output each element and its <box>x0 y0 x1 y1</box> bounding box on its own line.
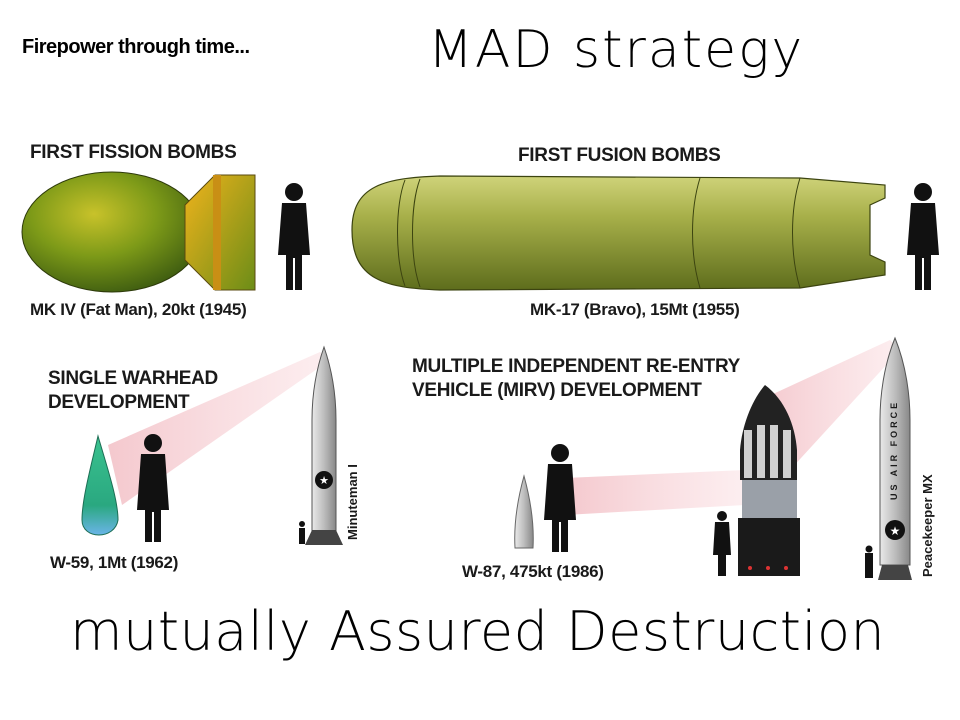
silhouette-bravo <box>907 183 939 290</box>
peacekeeper-label: Peacekeeper MX <box>920 474 935 577</box>
single-heading-line2: DEVELOPMENT <box>48 392 190 413</box>
handwriting-mad-strategy: MAD strategy <box>428 20 805 80</box>
silhouette-single-small <box>299 521 305 544</box>
mirv-bus <box>738 385 800 576</box>
silhouette-single <box>137 434 169 542</box>
fusion-heading: FIRST FUSION BOMBS <box>518 145 721 166</box>
single-caption: W-59, 1Mt (1962) <box>50 553 179 572</box>
cone-mirv <box>565 470 745 515</box>
w59-warhead <box>81 434 119 536</box>
single-heading-line1: SINGLE WARHEAD <box>48 368 218 389</box>
handwriting-mutually-assured-destruction: mutually Assured Destruction <box>70 600 886 663</box>
silhouette-peacekeeper-small <box>865 545 873 578</box>
slide-title: Firepower through time... <box>22 36 250 58</box>
silhouette-mirv <box>544 444 576 552</box>
w87-warhead <box>514 474 534 549</box>
mirv-heading-line1: MULTIPLE INDEPENDENT RE-ENTRY <box>412 356 741 377</box>
fission-heading: FIRST FISSION BOMBS <box>30 142 237 163</box>
mirv-caption: W-87, 475kt (1986) <box>462 562 604 581</box>
svg-text:★: ★ <box>319 474 329 487</box>
fission-caption: MK IV (Fat Man), 20kt (1945) <box>30 300 247 319</box>
svg-text:★: ★ <box>890 524 901 538</box>
minuteman-missile: ★ <box>305 345 343 545</box>
mirv-heading-line2: VEHICLE (MIRV) DEVELOPMENT <box>412 380 702 401</box>
silhouette-fatman <box>278 183 310 290</box>
peacekeeper-missile: ★ <box>878 336 912 580</box>
minuteman-label: Minuteman I <box>345 464 360 540</box>
fusion-caption: MK-17 (Bravo), 15Mt (1955) <box>530 300 740 319</box>
bravo-bomb <box>351 175 886 291</box>
peacekeeper-marking: US AIR FORCE <box>889 399 899 500</box>
silhouette-mirv-small <box>713 511 731 576</box>
fatman-bomb <box>21 171 256 293</box>
